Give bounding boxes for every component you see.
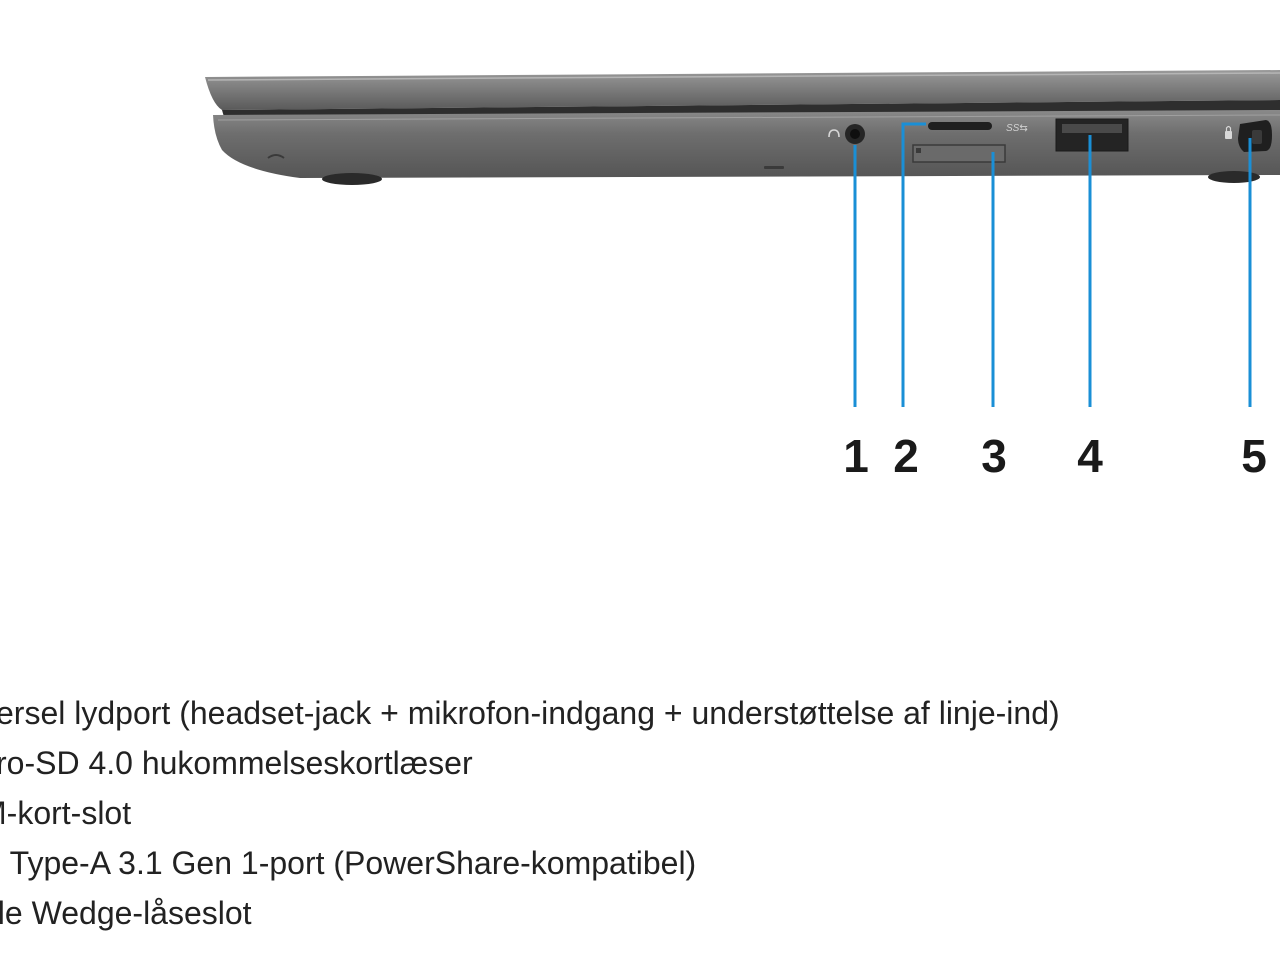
microsd-slot-icon: [928, 122, 992, 130]
callout-line-2: [901, 122, 926, 407]
callout-number-1: 1: [843, 430, 869, 482]
callout-number-3: 3: [981, 430, 1007, 482]
lock-slot-icon: [1225, 120, 1272, 152]
port-legend-list: versel lydport (headset-jack + mikrofon-…: [0, 688, 1060, 938]
laptop-side-diagram: SS⇆: [205, 70, 1280, 407]
callout-number-5: 5: [1241, 430, 1267, 482]
laptop-chassis: [205, 70, 1280, 185]
sim-slot-icon: [912, 144, 1006, 163]
legend-item: B Type-A 3.1 Gen 1-port (PowerShare-komp…: [0, 845, 697, 881]
usb-a-port-icon: SS⇆: [1006, 118, 1129, 152]
callout-lines: [853, 122, 1252, 407]
callout-number-2: 2: [893, 430, 919, 482]
legend-item: M-kort-slot: [0, 795, 132, 831]
callout-number-4: 4: [1077, 430, 1103, 482]
legend-item: ble Wedge-låseslot: [0, 895, 252, 931]
legend-item: cro-SD 4.0 hukommelseskortlæser: [0, 745, 473, 781]
legend-item: versel lydport (headset-jack + mikrofon-…: [0, 695, 1060, 731]
svg-text:SS⇆: SS⇆: [1006, 123, 1028, 134]
headset-jack-icon: [828, 124, 865, 144]
